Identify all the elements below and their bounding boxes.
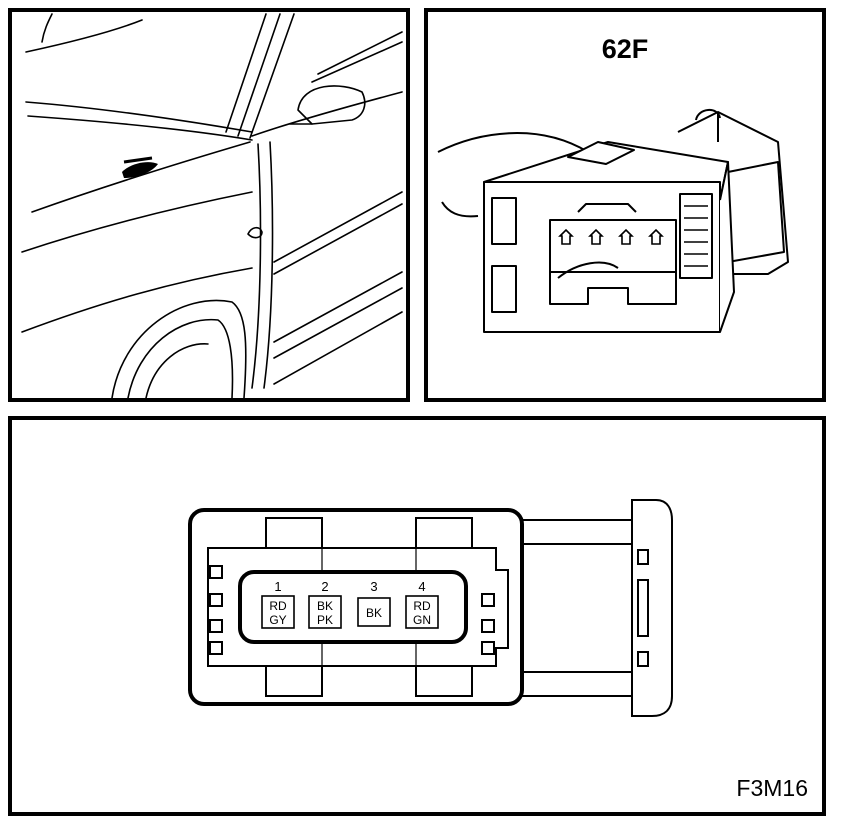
pin-1-box xyxy=(261,595,295,629)
wheel-arch xyxy=(111,299,247,398)
pin-3-box xyxy=(357,597,391,627)
pin-1-wire-1: RD xyxy=(269,599,287,613)
hood-line xyxy=(25,101,253,133)
car-location-panel xyxy=(8,8,410,402)
side-mirror xyxy=(297,85,366,125)
pin-4-box xyxy=(405,595,439,629)
pin-1-number: 1 xyxy=(274,579,281,594)
pin-4-wire-1: RD xyxy=(413,599,431,613)
pin-3-number: 3 xyxy=(370,579,377,594)
pin-1: 1 RD GY xyxy=(261,579,295,629)
terminal-row xyxy=(558,228,664,245)
pin-3: 3 BK xyxy=(357,579,391,627)
connector-view-panel: 62F xyxy=(424,8,826,402)
pin-2-number: 2 xyxy=(321,579,328,594)
connector-perspective-drawing xyxy=(437,109,789,333)
pin-2-wire-1: BK xyxy=(317,599,333,613)
pin-2-box xyxy=(308,595,342,629)
component-location-marker xyxy=(122,162,158,178)
pin-4-number: 4 xyxy=(418,579,425,594)
pin-1-wire-2: GY xyxy=(269,613,286,627)
pin-2: 2 BK PK xyxy=(308,579,342,629)
car-location-drawing xyxy=(21,13,403,398)
figure-code: F3M16 xyxy=(736,775,808,801)
door-seam xyxy=(251,143,262,389)
pin-2-wire-2: PK xyxy=(317,613,333,627)
connector-id-label: 62F xyxy=(601,34,649,64)
pinout-drawing: 1 RD GY 2 BK PK 3 BK 4 RD GN xyxy=(188,499,673,717)
pin-3-wire-1: BK xyxy=(366,606,382,620)
pinout-panel: 1 RD GY 2 BK PK 3 BK 4 RD GN F3M16 xyxy=(8,416,826,816)
pin-4-wire-2: GN xyxy=(413,613,431,627)
pin-4: 4 RD GN xyxy=(405,579,439,629)
harness-wire xyxy=(437,132,589,153)
